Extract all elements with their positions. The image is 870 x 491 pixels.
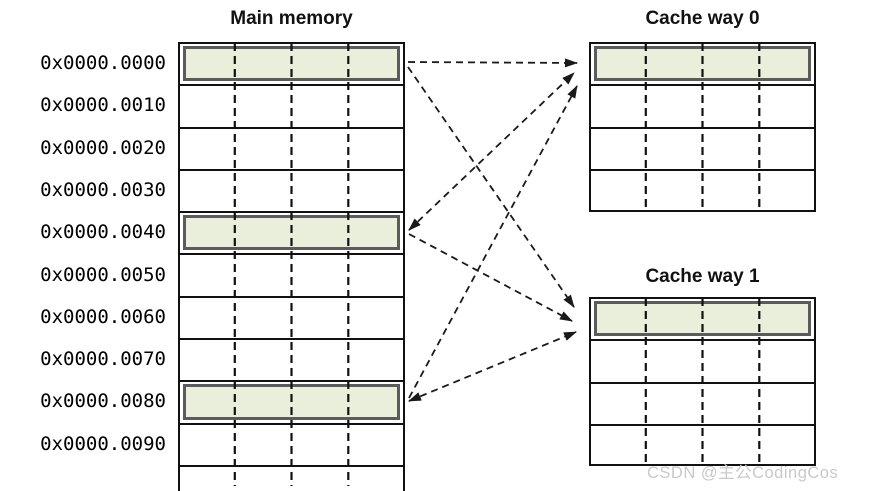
memory-address-label: 0x0000.0080 (40, 390, 166, 412)
memory-address-label: 0x0000.0010 (40, 94, 166, 116)
memory-address-label: 0x0000.0040 (40, 221, 166, 243)
cache-way-0-title: Cache way 0 (645, 8, 760, 29)
arrow-mem0000-to-way1 (407, 66, 575, 308)
highlighted-memory-line (183, 384, 400, 420)
memory-row-0x0000-0020 (180, 129, 403, 171)
highlighted-cache-line (594, 301, 811, 337)
highlighted-cache-line (594, 46, 811, 82)
memory-address-label: 0x0000.0030 (40, 179, 166, 201)
arrow-mem0040-to-way0 (408, 72, 575, 231)
highlighted-memory-line (183, 46, 400, 82)
highlighted-memory-line (183, 215, 400, 251)
memory-row-0x0000-0070 (180, 340, 403, 383)
memory-row-partial (180, 467, 403, 491)
cache-way-0-line-0 (591, 44, 814, 87)
memory-row-0x0000-0030 (180, 171, 403, 214)
memory-row-0x0000-0050 (180, 255, 403, 298)
memory-row-0x0000-0000 (180, 44, 403, 87)
cache-way-0-line-3 (591, 171, 814, 213)
arrow-mem0080-to-way1 (408, 331, 577, 402)
watermark: CSDN @主公CodingCos (647, 464, 839, 482)
memory-address-label: 0x0000.0050 (40, 264, 166, 286)
arrow-mem0080-to-way0 (408, 85, 578, 399)
cache-way-0-table (589, 42, 816, 212)
memory-row-0x0000-0060 (180, 298, 403, 341)
arrow-mem0000-to-way0 (407, 58, 578, 68)
cache-way-1-table (589, 297, 816, 466)
cache-way-1-line-1 (591, 341, 814, 384)
main-memory-table (178, 42, 405, 491)
memory-address-label: 0x0000.0000 (40, 52, 166, 74)
cache-way-1-title: Cache way 1 (645, 266, 760, 287)
memory-row-0x0000-0010 (180, 86, 403, 129)
memory-row-0x0000-0040 (180, 213, 403, 256)
memory-address-label: 0x0000.0020 (40, 137, 166, 159)
memory-address-label: 0x0000.0060 (40, 306, 166, 328)
memory-address-label: 0x0000.0090 (40, 433, 166, 455)
memory-row-0x0000-0080 (180, 382, 403, 425)
cache-way-0-line-1 (591, 86, 814, 129)
memory-row-0x0000-0090 (180, 425, 403, 467)
main-memory-title: Main memory (230, 8, 353, 29)
cache-way-1-line-0 (591, 299, 814, 342)
arrow-mem0040-to-way1 (408, 233, 573, 322)
memory-address-label: 0x0000.0070 (40, 348, 166, 370)
cache-way-1-line-2 (591, 384, 814, 426)
cache-way-0-line-2 (591, 129, 814, 171)
